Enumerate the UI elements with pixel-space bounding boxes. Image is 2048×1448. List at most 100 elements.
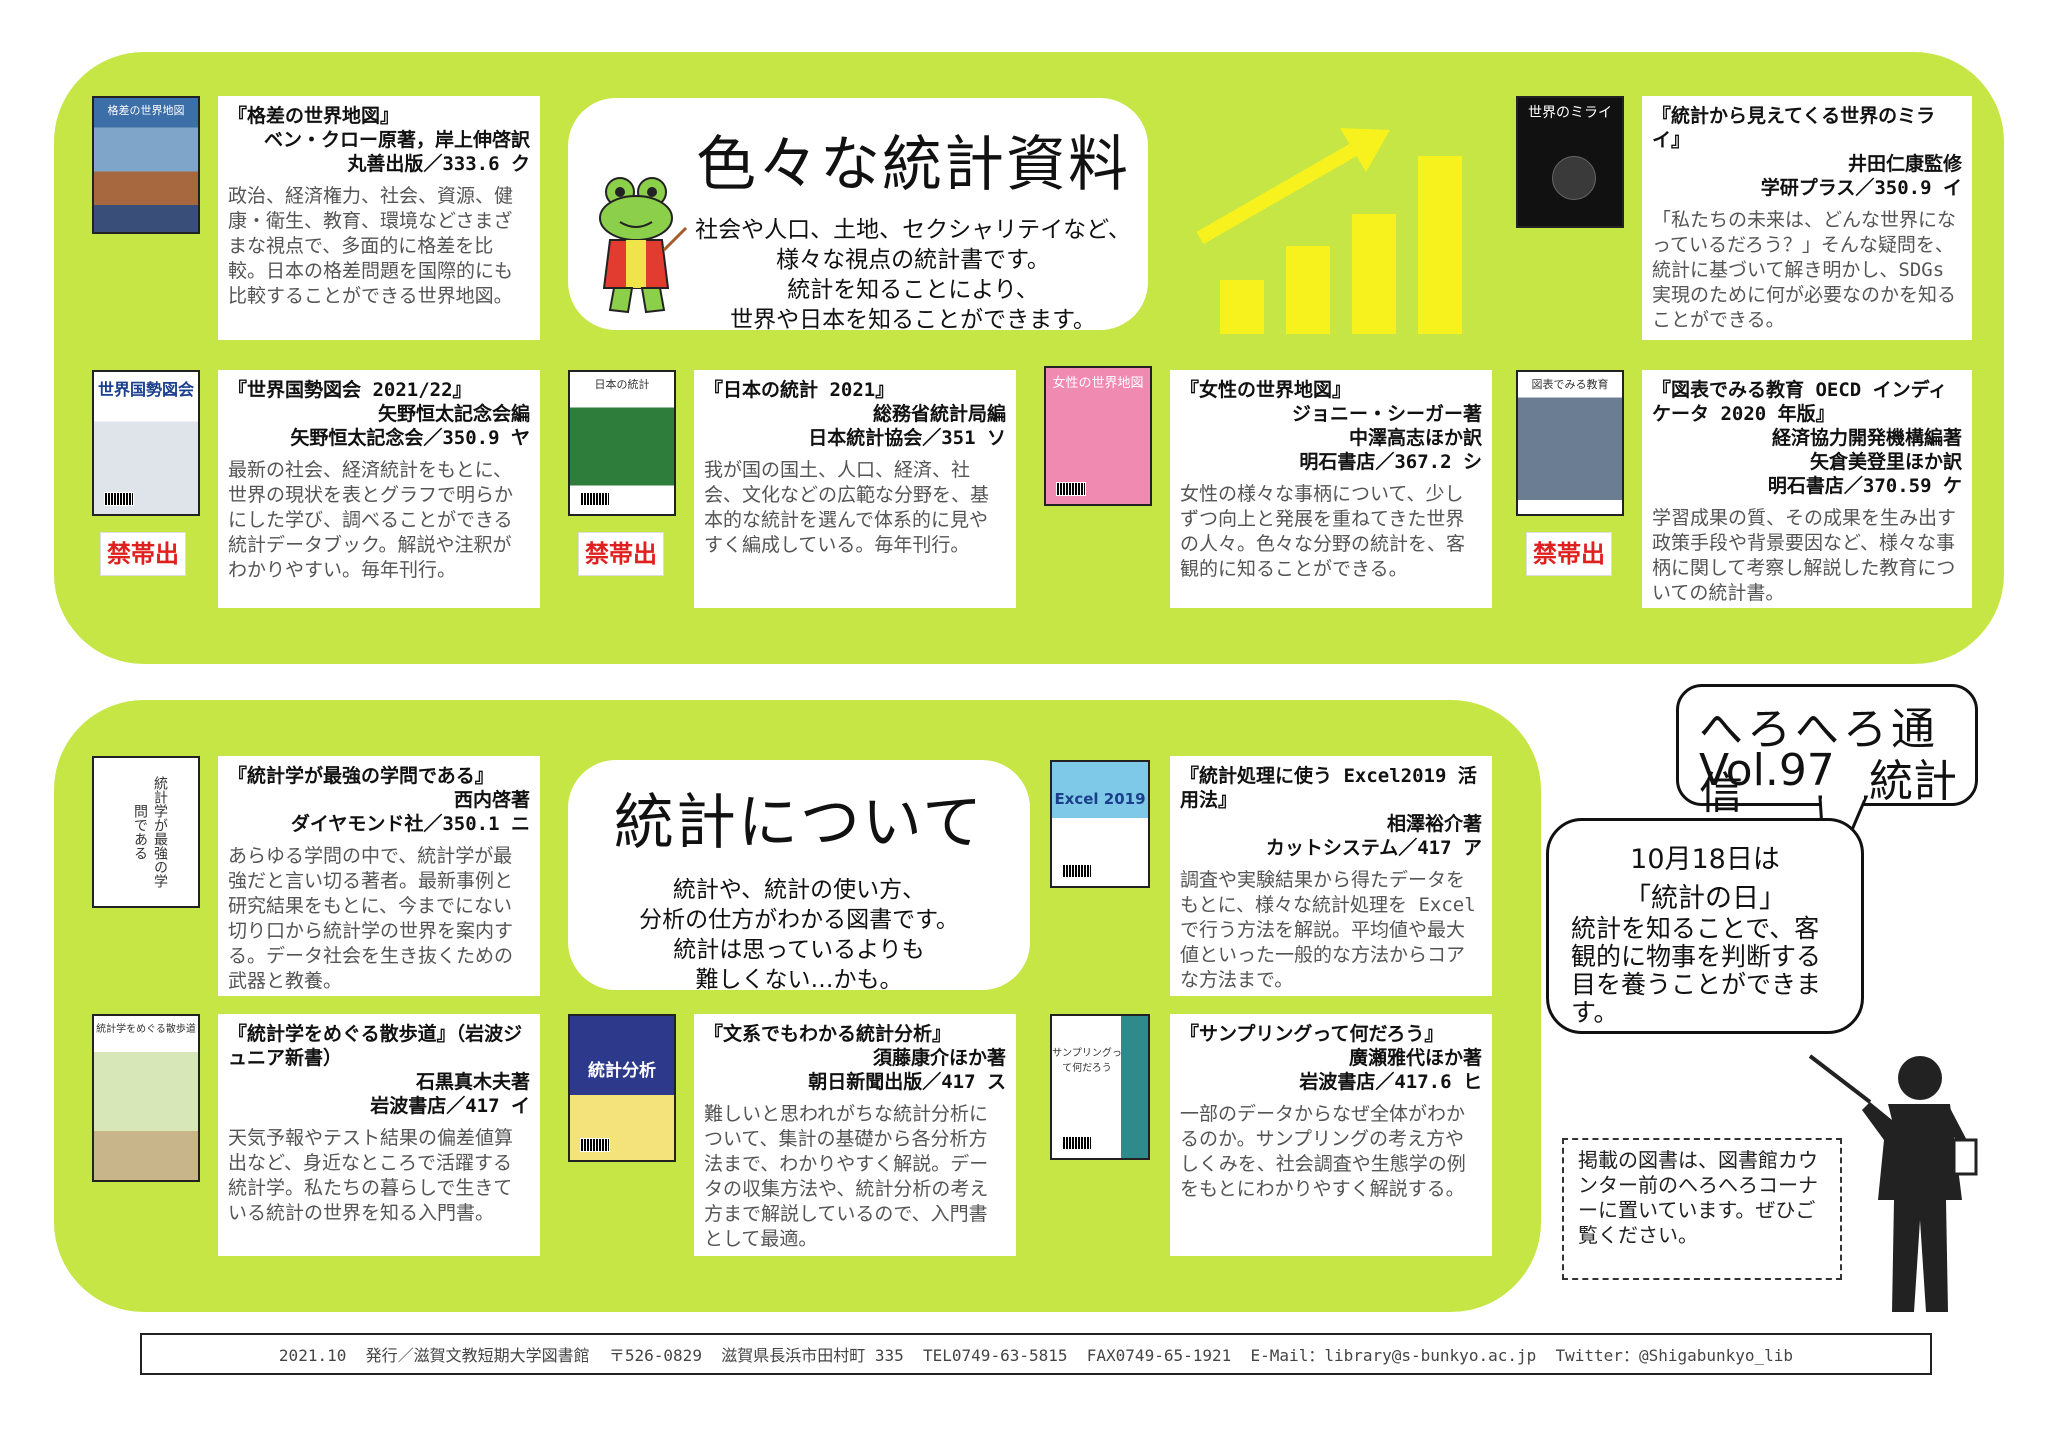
- book-card: 『統計から見えてくる世界のミライ』 井田仁康監修 学研プラス／350.9 イ 「…: [1642, 96, 1972, 340]
- newsletter-name: へろへろ通信: [1699, 704, 1939, 819]
- book-card: 『女性の世界地図』 ジョニー・シーガー著 中澤高志ほか訳 明石書店／367.2 …: [1170, 370, 1492, 608]
- book-card: 『日本の統計 2021』 総務省統計局編 日本統計協会／351 ソ 我が国の国土…: [694, 370, 1016, 608]
- heading-line: 統計や、統計の使い方、: [672, 877, 926, 903]
- book-call-number: 明石書店／367.2 シ: [1299, 451, 1482, 473]
- book-card: 『格差の世界地図』 ベン・クロー原著，岸上伸啓訳 丸善出版／333.6 ク 政治…: [218, 96, 540, 340]
- book-card: 『統計処理に使う Excel2019 活用法』 相澤裕介著 カットシステム／41…: [1170, 756, 1492, 996]
- location-notice: 掲載の図書は、図書館カウンター前のへろへろコーナーに置いています。ぜひご覧くださ…: [1562, 1138, 1842, 1280]
- book-description: あらゆる学問の中で、統計学が最強だと言い切る著者。最新事例と研究結果をもとに、今…: [228, 845, 514, 992]
- notice-text: 掲載の図書は、図書館カウンター前のへろへろコーナーに置いています。ぜひご覧くださ…: [1578, 1148, 1818, 1247]
- speech-text: 統計を知ることで、客観的に物事を判断する目を養うことができます。: [1571, 914, 1822, 1027]
- book-author: ベン・クロー原著，岸上伸啓訳: [263, 129, 530, 151]
- barcode: [580, 1138, 610, 1152]
- book-author: 廣瀬雅代ほか著: [1348, 1047, 1482, 1069]
- book-title: 『統計から見えてくる世界のミライ』: [1652, 105, 1936, 151]
- newsletter-title-bubble: へろへろ通信 Vol.97 統計: [1676, 684, 1978, 819]
- book-description: 難しいと思われがちな統計分析について、集計の基礎から各分析方法まで、わかりやすく…: [704, 1103, 989, 1250]
- book-card: 『世界国勢図会 2021/22』 矢野恒太記念会編 矢野恒太記念会／350.9 …: [218, 370, 540, 608]
- book-author: 相澤裕介著: [1386, 813, 1482, 835]
- book-translator: 矢倉美登里ほか訳: [1809, 451, 1962, 473]
- section-title: 色々な統計資料: [696, 130, 1130, 200]
- book-cover: サンプリングって何だろう: [1050, 1014, 1150, 1160]
- book-title: 『格差の世界地図』: [228, 105, 400, 127]
- book-translator: 中澤高志ほか訳: [1348, 427, 1482, 449]
- restricted-badge: 禁帯出: [578, 532, 664, 576]
- book-call-number: ダイヤモンド社／350.1 ニ: [290, 813, 530, 835]
- book-title: 『統計処理に使う Excel2019 活用法』: [1180, 765, 1477, 811]
- growth-arrow-icon: [1196, 128, 1462, 334]
- book-author: 須藤康介ほか著: [872, 1047, 1006, 1069]
- newsletter-topic: 統計: [1869, 756, 1957, 807]
- book-cover: 統計分析: [568, 1014, 676, 1162]
- book-cover: 日本の統計: [568, 370, 676, 516]
- heading-line: 分析の仕方がわかる図書です。: [639, 907, 959, 933]
- heading-line: 統計を知ることにより、: [787, 277, 1039, 303]
- top-heading: 色々な統計資料 社会や人口、土地、セクシャリテイなど、 様々な視点の統計書です。…: [568, 98, 1148, 333]
- book-call-number: 明石書店／370.59 ケ: [1767, 475, 1962, 497]
- presenter-silhouette-icon: [1808, 1054, 1978, 1312]
- book-description: 調査や実験結果から得たデータをもとに、様々な統計処理を Excel で行う方法を…: [1180, 869, 1476, 991]
- book-author: 経済協力開発機構編著: [1771, 427, 1962, 449]
- book-card: 『図表でみる教育 OECD インディケータ 2020 年版』 経済協力開発機構編…: [1642, 370, 1972, 608]
- book-description: 政治、経済権力、社会、資源、健康・衛生、教育、環境などさまざまな視点で、多面的に…: [228, 185, 514, 307]
- heading-line: 社会や人口、土地、セクシャリテイなど、: [695, 217, 1131, 243]
- book-card: 『統計学をめぐる散歩道』（岩波ジュニア新書） 石黒真木夫著 岩波書店／417 イ…: [218, 1014, 540, 1256]
- book-title: 『日本の統計 2021』: [704, 379, 895, 401]
- book-call-number: 学研プラス／350.9 イ: [1760, 177, 1962, 199]
- speech-date: 10月18日は: [1630, 844, 1780, 875]
- book-author: ジョニー・シーガー著: [1291, 403, 1482, 425]
- frog-mascot-icon: [599, 177, 688, 314]
- book-title: 『文系でもわかる統計分析』: [704, 1023, 952, 1045]
- book-card: 『文系でもわかる統計分析』 須藤康介ほか著 朝日新聞出版／417 ス 難しいと思…: [694, 1014, 1016, 1256]
- book-call-number: 岩波書店／417 イ: [370, 1095, 530, 1117]
- book-author: 総務省統計局編: [872, 403, 1006, 425]
- book-description: 女性の様々な事柄について、少しずつ向上と発展を重ねてきた世界の人々。色々な分野の…: [1180, 483, 1466, 580]
- book-title: 『サンプリングって何だろう』: [1180, 1023, 1444, 1045]
- book-title: 『統計学をめぐる散歩道』（岩波ジュニア新書）: [228, 1023, 523, 1069]
- bottom-heading: 統計について 統計や、統計の使い方、 分析の仕方がわかる図書です。 統計は思って…: [568, 760, 1030, 993]
- book-cover: 統計学が最強の学問である: [92, 756, 200, 908]
- book-cover: 女性の世界地図: [1044, 366, 1152, 506]
- book-author: 西内啓著: [453, 789, 530, 811]
- restricted-badge: 禁帯出: [1526, 532, 1612, 576]
- barcode: [104, 492, 134, 506]
- barcode: [1062, 864, 1092, 878]
- book-cover: 図表でみる教育: [1516, 370, 1624, 516]
- heading-line: 難しくない…かも。: [695, 967, 903, 993]
- newsletter-issue: Vol.97: [1699, 745, 1835, 796]
- book-title: 『図表でみる教育 OECD インディケータ 2020 年版』: [1652, 379, 1948, 425]
- book-cover: 世界国勢図会: [92, 370, 200, 516]
- statistics-day-bubble: 10月18日は 「統計の日」 統計を知ることで、客観的に物事を判断する目を養うこ…: [1546, 818, 1864, 1034]
- book-title: 『世界国勢図会 2021/22』: [228, 379, 472, 401]
- book-description: 学習成果の質、その成果を生み出す政策手段や背景要因など、様々な事柄に関して考察し…: [1652, 507, 1957, 604]
- book-call-number: 朝日新聞出版／417 ス: [808, 1071, 1006, 1093]
- book-description: 我が国の国土、人口、経済、社会、文化などの広範な分野を、基本的な統計を選んで体系…: [704, 459, 990, 556]
- barcode: [580, 492, 610, 506]
- book-description: 一部のデータからなぜ全体がわかるのか。サンプリングの考え方やしくみを、社会調査や…: [1180, 1103, 1466, 1200]
- heading-line: 世界や日本を知ることができます。: [730, 307, 1096, 333]
- book-call-number: 岩波書店／417.6 ヒ: [1299, 1071, 1482, 1093]
- footer: 2021.10 発行／滋賀文教短期大学図書館 〒526-0829 滋賀県長浜市田…: [140, 1333, 1932, 1375]
- book-author: 石黒真木夫著: [415, 1071, 530, 1093]
- book-cover: 格差の世界地図: [92, 96, 200, 234]
- restricted-badge: 禁帯出: [100, 532, 186, 576]
- heading-line: 統計は思っているよりも: [673, 937, 925, 963]
- book-cover: 統計学をめぐる散歩道: [92, 1014, 200, 1182]
- book-card: 『統計学が最強の学問である』 西内啓著 ダイヤモンド社／350.1 ニ あらゆる…: [218, 756, 540, 996]
- book-cover: 世界のミライ: [1516, 96, 1624, 228]
- book-call-number: カットシステム／417 ア: [1265, 837, 1482, 859]
- barcode: [1062, 1136, 1092, 1150]
- book-call-number: 矢野恒太記念会／350.9 ヤ: [290, 427, 530, 449]
- book-cover: Excel 2019: [1050, 760, 1150, 888]
- book-author: 矢野恒太記念会編: [377, 403, 530, 425]
- section-title: 統計について: [613, 788, 985, 858]
- heading-line: 様々な視点の統計書です。: [776, 247, 1050, 273]
- book-description: 最新の社会、経済統計をもとに、世界の現状を表とグラフで明らかにした学び、調べるこ…: [228, 459, 514, 581]
- barcode: [1056, 482, 1086, 496]
- book-description: 天気予報やテスト結果の偏差値算出など、身近なところで活躍する統計学。私たちの暮ら…: [228, 1127, 514, 1224]
- book-card: 『サンプリングって何だろう』 廣瀬雅代ほか著 岩波書店／417.6 ヒ 一部のデ…: [1170, 1014, 1492, 1256]
- book-description: 「私たちの未来は、どんな世界になっているだろう？」そんな疑問を、統計に基づいて解…: [1652, 209, 1957, 331]
- book-call-number: 丸善出版／333.6 ク: [347, 153, 530, 175]
- speech-day: 「統計の日」: [1624, 883, 1786, 914]
- book-title: 『統計学が最強の学問である』: [228, 765, 494, 787]
